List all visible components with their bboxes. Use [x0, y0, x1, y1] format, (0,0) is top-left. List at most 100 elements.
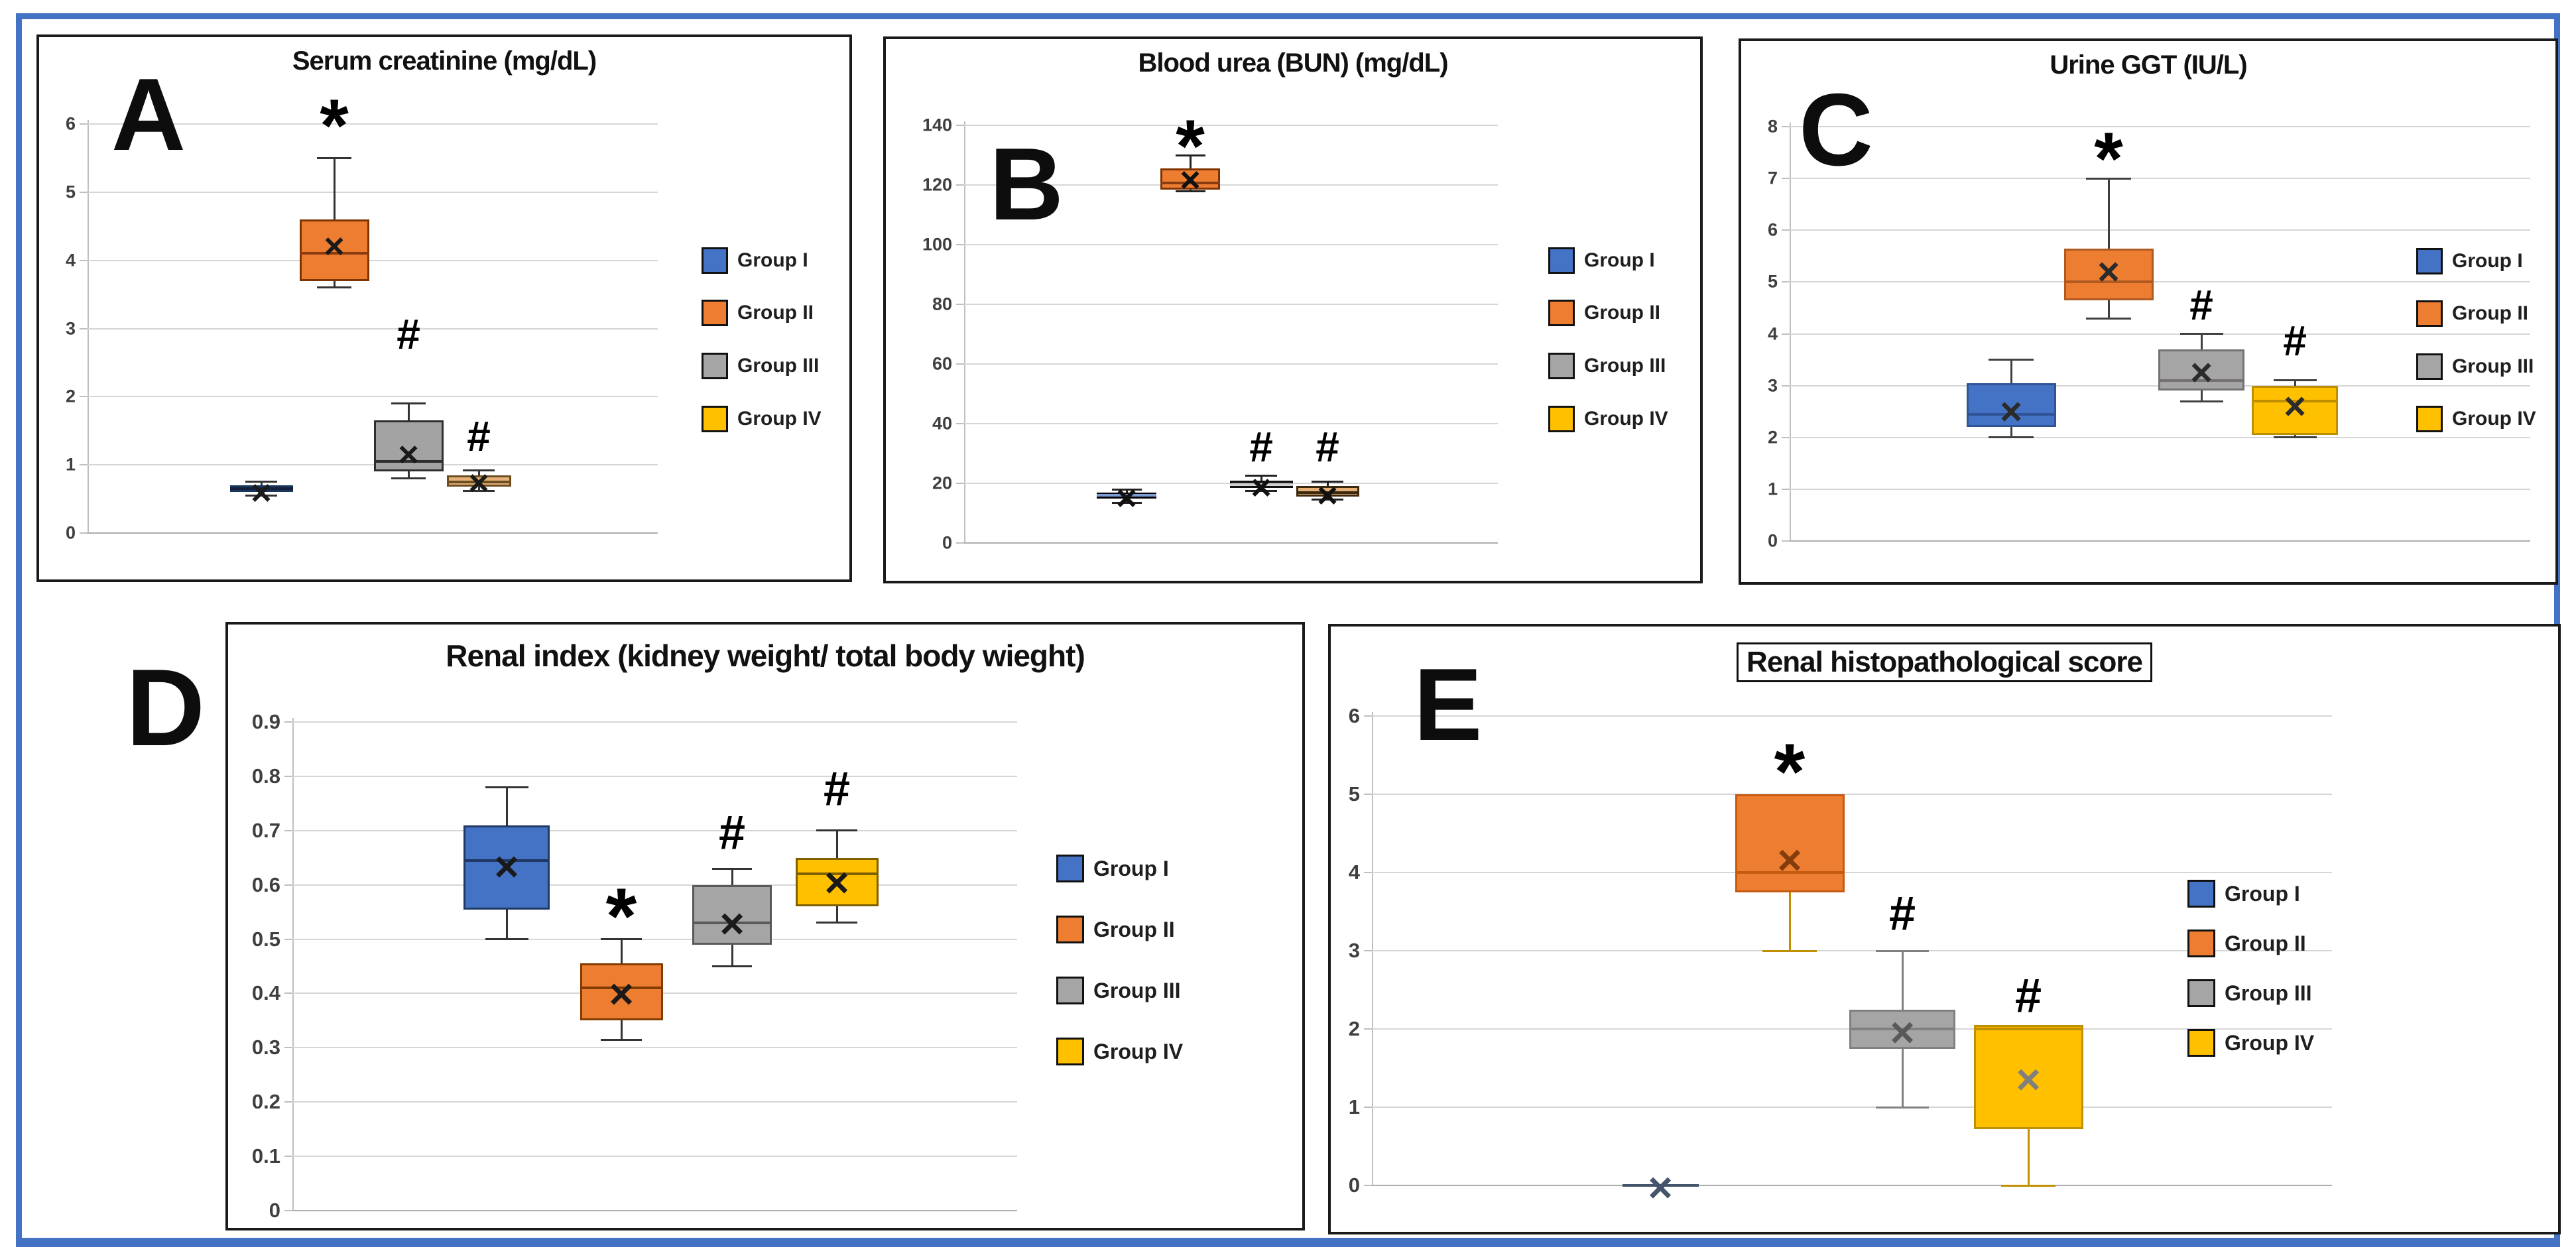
legend-swatch-4: [702, 406, 728, 432]
legend-label-2: Group II: [1584, 302, 1660, 324]
gridline-y-2: [1790, 436, 2530, 438]
y-tick-label: 5: [65, 182, 76, 202]
whisker-upper-group-1: [505, 787, 508, 825]
gridline-y-0.1: [292, 1156, 1017, 1158]
median-line-group-1: [1097, 494, 1156, 497]
y-tickmark: [1364, 1185, 1372, 1186]
legend-label-1: Group I: [737, 249, 808, 271]
y-tick-label: 0: [1767, 530, 1778, 551]
significance-star-group-2: *: [1774, 727, 1806, 817]
chart-title-text: Renal index (kidney weight/ total body w…: [446, 638, 1085, 673]
whisker-cap-lower-group-2: [1175, 190, 1205, 192]
whisker-lower-group-3: [1260, 487, 1262, 491]
median-line-group-4: [446, 480, 511, 483]
whisker-cap-upper-group-4: [2273, 379, 2317, 382]
mean-x-marker-group-3: ×: [1890, 1008, 1915, 1057]
significance-hash-group-4: #: [823, 762, 851, 816]
significance-hash-group-3: #: [718, 806, 746, 860]
whisker-cap-lower-group-4: [2273, 436, 2317, 439]
whisker-lower-group-1: [260, 492, 263, 496]
legend-swatch-2: [2187, 929, 2215, 957]
legend-swatch-1: [2187, 880, 2215, 908]
whisker-cap-upper-group-4: [462, 469, 495, 471]
y-tickmark: [284, 1101, 292, 1103]
chart-title-E: Renal histopathological score: [1331, 642, 2558, 682]
gridline-y-0: [1372, 1185, 2332, 1186]
gridline-y-1: [88, 464, 658, 466]
legend-label-3: Group III: [1093, 978, 1181, 1002]
gridline-y-4: [1372, 872, 2332, 873]
whisker-cap-lower-group-1: [1989, 436, 2034, 439]
y-tick-label: 3: [1348, 939, 1360, 962]
significance-hash-group-3: #: [2189, 280, 2213, 329]
y-tick-label: 3: [65, 318, 76, 338]
mean-x-marker-group-1: ×: [1648, 1163, 1673, 1211]
gridline-y-100: [964, 244, 1498, 245]
legend-item-group-i: Group I: [2416, 248, 2523, 274]
gridline-y-6: [1372, 715, 2332, 717]
chart-title-text: Renal histopathological score: [1737, 642, 2152, 682]
y-tickmark: [956, 363, 964, 365]
legend-swatch-2: [702, 300, 728, 326]
whisker-upper-group-3: [2200, 333, 2203, 349]
y-tick-label: 4: [65, 250, 76, 270]
y-tick-label: 4: [1348, 861, 1360, 884]
mean-x-marker-group-4: ×: [468, 463, 489, 503]
y-tickmark: [956, 304, 964, 305]
chart-title-text: Blood urea (BUN) (mg/dL): [1138, 48, 1448, 78]
gridline-y-8: [1790, 126, 2530, 127]
y-tickmark: [284, 721, 292, 723]
y-tickmark: [956, 125, 964, 126]
y-tickmark: [956, 483, 964, 484]
whisker-lower-group-1: [1125, 498, 1128, 503]
whisker-cap-upper-group-1: [1111, 488, 1142, 491]
y-tick-label: 6: [1767, 219, 1778, 240]
y-tick-label: 8: [1767, 116, 1778, 137]
significance-hash-group-4: #: [2283, 317, 2307, 365]
median-line-group-2: [580, 987, 663, 990]
whisker-lower-group-1: [505, 909, 508, 939]
gridline-y-1: [1372, 1107, 2332, 1108]
whisker-cap-upper-group-3: [2179, 333, 2223, 335]
legend-swatch-2: [2416, 300, 2443, 327]
gridline-y-5: [1372, 794, 2332, 795]
gridline-y-5: [1790, 281, 2530, 283]
legend-label-4: Group IV: [2452, 408, 2536, 430]
y-tickmark: [80, 532, 88, 534]
whisker-lower-group-4: [2294, 434, 2296, 438]
chart-title-D: Renal index (kidney weight/ total body w…: [228, 638, 1302, 674]
y-tickmark: [1782, 333, 1790, 335]
legend-swatch-4: [2187, 1029, 2215, 1057]
y-tickmark: [1364, 794, 1372, 795]
y-tickmark: [1782, 229, 1790, 231]
y-tick-label: 0.8: [251, 764, 280, 788]
legend-item-group-i: Group I: [1548, 247, 1655, 274]
y-tickmark: [1782, 281, 1790, 283]
panel-D: Renal index (kidney weight/ total body w…: [225, 622, 1305, 1230]
y-tick-label: 2: [1767, 427, 1778, 448]
mean-x-marker-group-2: ×: [1180, 160, 1201, 200]
y-tickmark: [284, 829, 292, 831]
significance-hash-group-4: #: [2014, 969, 2042, 1023]
legend-item-group-i: Group I: [2187, 880, 2300, 908]
legend-item-group-iv: Group IV: [1056, 1038, 1183, 1065]
whisker-upper-group-3: [1901, 951, 1904, 1010]
legend-swatch-3: [1056, 977, 1084, 1004]
legend-swatch-3: [2187, 979, 2215, 1007]
significance-hash-group-4: #: [467, 412, 491, 461]
y-tickmark: [284, 992, 292, 994]
y-tick-label: 1: [1767, 479, 1778, 499]
whisker-cap-lower-group-3: [1245, 489, 1277, 492]
boxplot-box-group-3: [2158, 349, 2244, 391]
significance-star-group-2: *: [605, 872, 637, 961]
gridline-y-0.6: [292, 884, 1017, 886]
mean-x-marker-group-1: ×: [2000, 390, 2022, 434]
y-tick-label: 5: [1348, 782, 1360, 806]
whisker-upper-group-2: [620, 939, 623, 964]
whisker-cap-lower-group-4: [462, 489, 495, 492]
whisker-upper-group-4: [477, 470, 480, 475]
gridline-y-2: [88, 396, 658, 398]
mean-x-marker-group-1: ×: [251, 473, 272, 513]
legend-label-3: Group III: [2452, 355, 2534, 377]
